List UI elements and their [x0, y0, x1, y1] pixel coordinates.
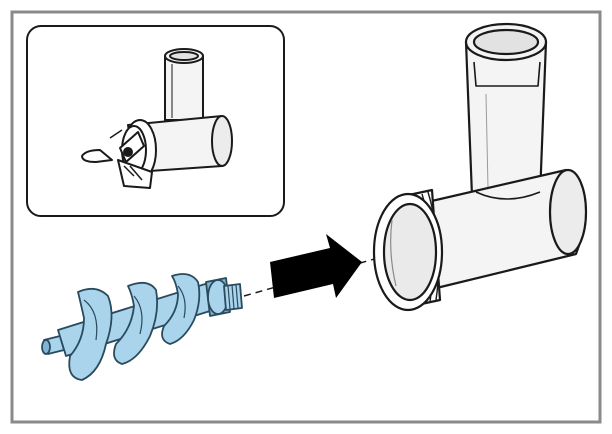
inset-frame [26, 25, 285, 217]
insert-direction-arrow-icon [270, 234, 362, 298]
mincer-housing-icon [372, 22, 588, 312]
mincer-housing-assembled-icon [81, 48, 233, 189]
auger-worm-icon [41, 273, 243, 381]
inset-panel [26, 25, 285, 217]
